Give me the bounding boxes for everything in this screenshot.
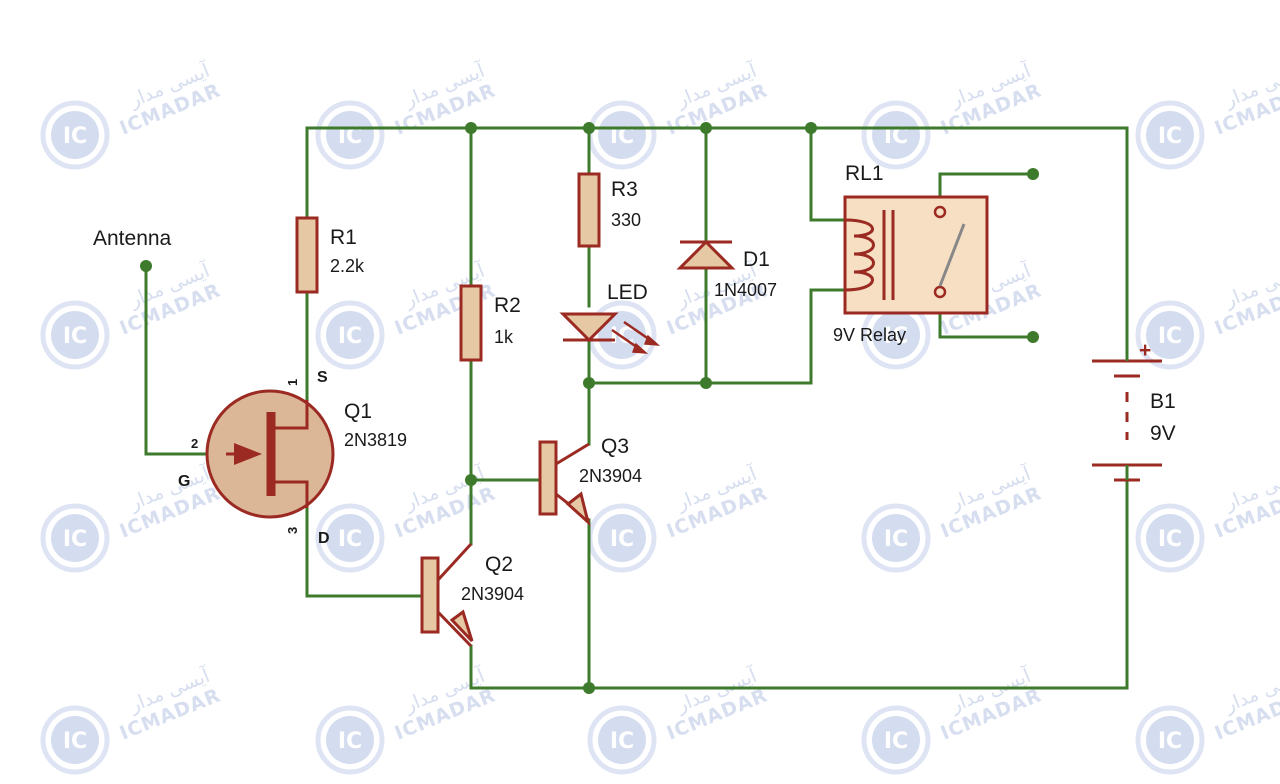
b1-name: B1: [1150, 390, 1176, 413]
svg-text:IC: IC: [1158, 124, 1182, 149]
junction-dot: [700, 377, 712, 389]
q1-name: Q1: [344, 400, 372, 423]
led-symbol: [559, 312, 661, 354]
d1-value: 1N4007: [714, 280, 777, 300]
b1-value: 9V: [1150, 422, 1176, 445]
svg-text:IC: IC: [884, 527, 908, 552]
antenna-terminal: [140, 260, 152, 272]
q1-pin1-number: 1: [285, 379, 300, 386]
b1-plus: +: [1139, 339, 1151, 362]
diode-d1: [676, 239, 736, 270]
q1-pin-d-label: D: [318, 530, 330, 547]
svg-text:IC: IC: [884, 729, 908, 754]
q1-pin2-number: 2: [191, 436, 198, 451]
svg-text:IC: IC: [884, 324, 908, 349]
labels: Antenna R1 2.2k R2 1k R3 330 LED D1 1N40…: [93, 162, 1176, 604]
resistor-r2: [459, 284, 483, 362]
svg-text:IC: IC: [63, 124, 87, 149]
junctions: [140, 122, 1039, 694]
rl1-value: 9V Relay: [833, 325, 906, 345]
relay-terminal: [1027, 331, 1039, 343]
q1-pin-s-label: S: [317, 369, 328, 386]
wires: [144, 126, 1129, 690]
jfet-q1: [205, 389, 335, 519]
r2-name: R2: [494, 294, 521, 317]
svg-text:IC: IC: [338, 527, 362, 552]
svg-text:IC: IC: [1158, 324, 1182, 349]
junction-dot: [700, 122, 712, 134]
svg-text:IC: IC: [1158, 527, 1182, 552]
svg-text:IC: IC: [338, 729, 362, 754]
q3-name: Q3: [601, 435, 629, 458]
junction-dot: [583, 122, 595, 134]
transistor-q2: [420, 542, 474, 648]
svg-text:IC: IC: [1158, 729, 1182, 754]
r3-name: R3: [611, 178, 638, 201]
q2-value: 2N3904: [461, 584, 524, 604]
q1-pin-g-label: G: [178, 473, 190, 490]
resistor-r1: [295, 216, 319, 294]
svg-text:IC: IC: [63, 324, 87, 349]
junction-dot: [583, 682, 595, 694]
r1-name: R1: [330, 226, 357, 249]
rl1-name: RL1: [845, 162, 884, 185]
svg-text:IC: IC: [610, 729, 634, 754]
svg-text:IC: IC: [610, 527, 634, 552]
svg-text:IC: IC: [63, 729, 87, 754]
relay-rl1: [843, 195, 989, 315]
resistor-r3: [577, 172, 601, 248]
relay-terminal: [1027, 168, 1039, 180]
led-label: LED: [607, 281, 648, 304]
q3-value: 2N3904: [579, 466, 642, 486]
antenna-label: Antenna: [93, 227, 172, 250]
q1-value: 2N3819: [344, 430, 407, 450]
r1-value: 2.2k: [330, 256, 365, 276]
svg-text:IC: IC: [63, 527, 87, 552]
d1-name: D1: [743, 248, 770, 271]
junction-dot: [465, 122, 477, 134]
q2-name: Q2: [485, 553, 513, 576]
r3-value: 330: [611, 210, 641, 230]
r2-value: 1k: [494, 327, 514, 347]
junction-dot: [805, 122, 817, 134]
battery-b1: [1092, 343, 1162, 482]
junction-dot: [583, 377, 595, 389]
transistor-q3: [538, 440, 591, 527]
q1-pin3-number: 3: [285, 527, 300, 534]
junction-dot: [465, 474, 477, 486]
svg-text:IC: IC: [338, 324, 362, 349]
